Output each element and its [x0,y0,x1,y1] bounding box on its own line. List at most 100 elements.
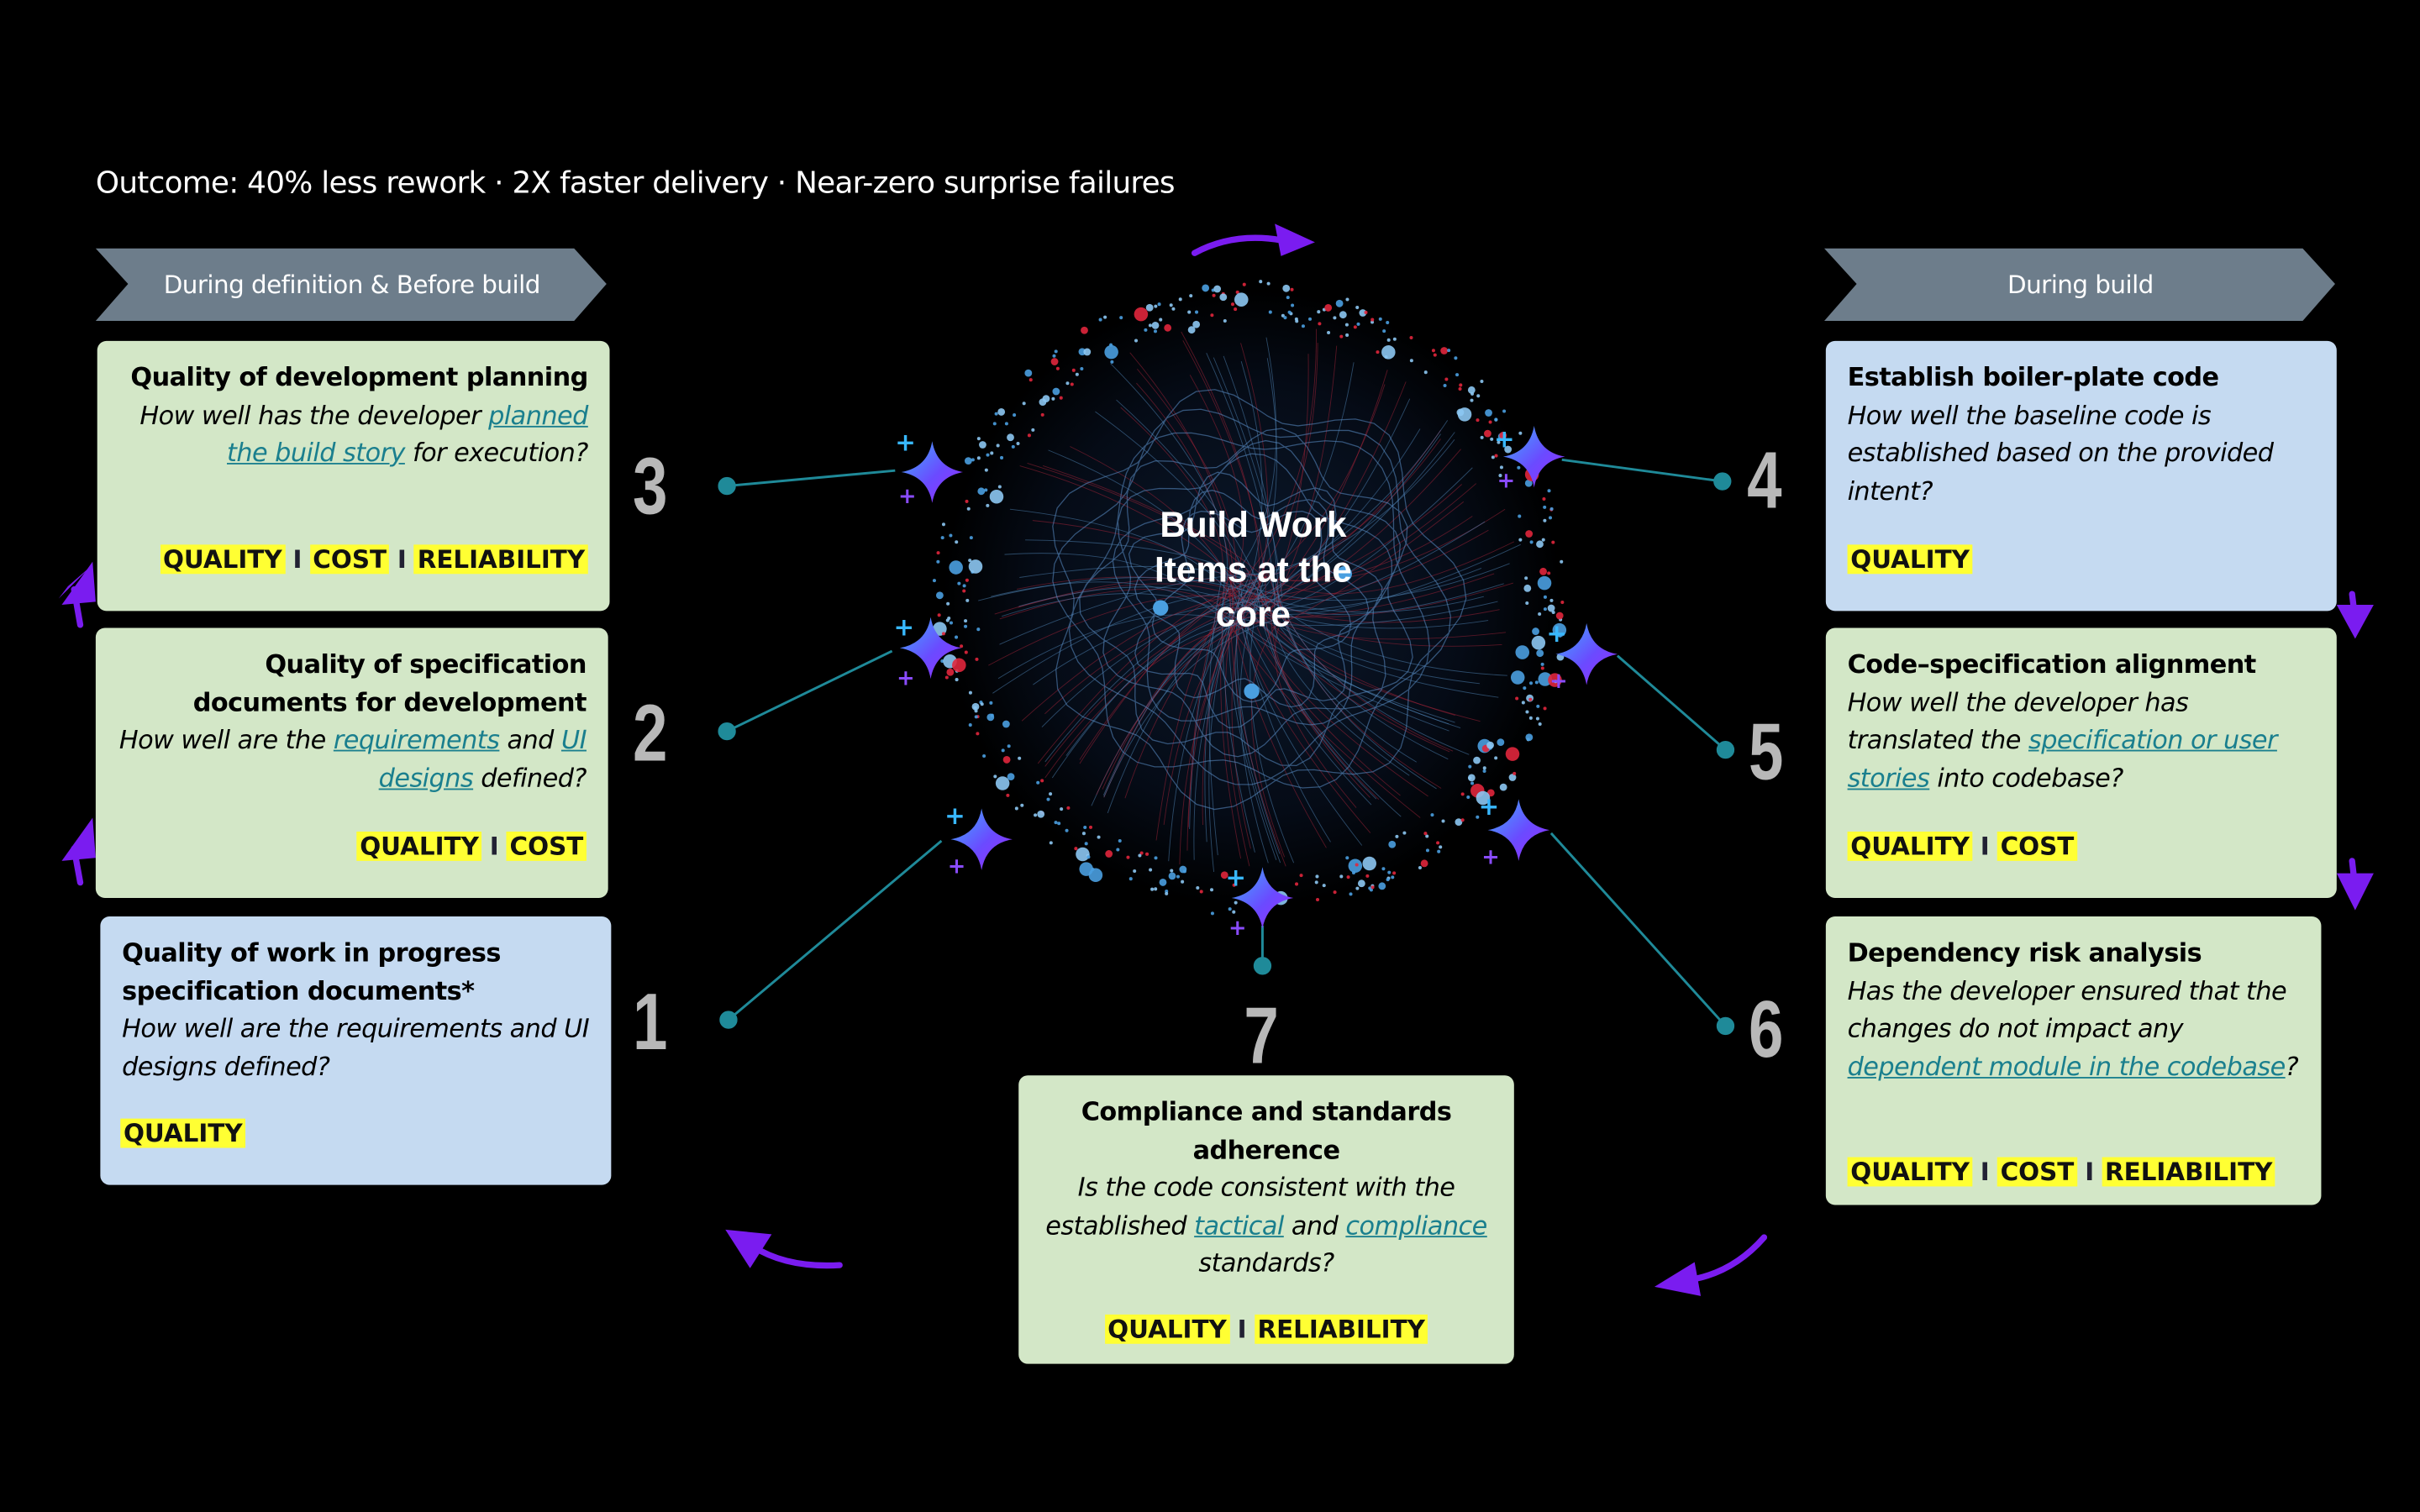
svg-text:+: + [944,801,965,830]
connector-3 [726,469,896,488]
card-title: Dependency risk analysis [1847,937,2202,968]
connector-5 [1616,654,1727,751]
arrow-left-top-tip [61,561,96,605]
connector-6-dot [1716,1016,1735,1036]
card-title: Quality of work in progress specificatio… [122,937,501,1005]
card-work-in-progress: Quality of work in progress specificatio… [100,916,612,1185]
banner-during-build: During build [2007,270,2154,300]
outcome-summary: Outcome: 40% less rework · 2X faster del… [95,165,1176,201]
link-requirements[interactable]: requirements [333,725,500,755]
link-tactical[interactable]: tactical [1194,1210,1284,1240]
svg-text:+: + [895,428,916,456]
tag-cost: COST [1996,1157,2078,1187]
arrow-bottom-left [750,1243,843,1269]
svg-text:+: + [893,613,914,642]
connector-7-dot [1253,957,1272,975]
connector-4-dot [1713,472,1732,491]
question-text: and [499,725,561,755]
arrow-top [1191,234,1287,256]
sparkle-icon-5: + + [1546,619,1618,694]
question-text: How well the developer has translated th… [1847,687,2189,755]
card-question: How well the developer has translated th… [1848,685,2316,798]
sparkle-icon-7: + + [1225,863,1294,941]
connector-5-dot [1716,740,1735,759]
card-title: Quality of development planning [130,362,588,392]
svg-text:+: + [1228,916,1247,941]
tag-separator: I [397,544,407,575]
sparkle-icon-6: + + [1479,792,1550,870]
step-number-3: 3 [633,443,668,533]
svg-text:+: + [1481,845,1500,870]
arrow-bottom-right-tip [1654,1262,1702,1296]
card-title: Compliance and standards adherence [1081,1096,1452,1164]
card-development-planning: Quality of development planning How well… [97,340,610,612]
card-code-spec-alignment: Code–specification alignment How well th… [1825,627,2337,898]
svg-text:+: + [897,666,915,691]
card-title: Code–specification alignment [1847,649,2257,680]
svg-text:+: + [1549,669,1568,694]
tag-quality: QUALITY [356,831,482,861]
question-text: for execution? [404,438,588,468]
card-question: How well the baseline code is establishe… [1847,400,2274,506]
card-dependency-risk: Dependency risk analysis Has the develop… [1825,916,2322,1205]
card-title: Quality of specification documents for d… [192,649,587,717]
question-text: Has the developer ensured that the chang… [1847,975,2287,1043]
tag-reliability: RELIABILITY [414,544,588,575]
step-number-1: 1 [633,978,668,1068]
link-ui-designs[interactable]: UI designs [378,725,587,793]
question-text: standards? [1198,1247,1334,1278]
step-number-7: 7 [1244,992,1279,1082]
sparkle-icon-3: + + [895,428,964,509]
question-text: How well has the developer [139,400,489,430]
link-dependent-module[interactable]: dependent module in the codebase [1847,1051,2286,1081]
arrow-left-mid-tip [61,817,96,861]
tag-list: QUALITY [1847,543,1973,577]
tag-quality: QUALITY [1847,1157,1973,1187]
question-text: ? [2285,1051,2299,1081]
link-specification-user-stories[interactable]: specification or user stories [1847,725,2278,793]
step-number-5: 5 [1749,708,1784,798]
tag-separator: I [1980,831,1990,861]
step-number-6: 6 [1749,985,1784,1076]
card-specification-documents: Quality of specification documents for d… [95,627,608,898]
link-planned-build-story[interactable]: planned the build story [226,400,588,468]
question-text: How well are the [118,725,334,755]
tag-quality: QUALITY [160,544,286,575]
tag-separator: I [292,544,302,575]
tag-list: QUALITY [120,1117,246,1151]
step-number-4: 4 [1747,436,1782,527]
tag-quality: QUALITY [120,1118,246,1148]
banner-right-shape [1824,248,2335,322]
tag-quality: QUALITY [1847,544,1973,575]
tag-quality: QUALITY [1847,831,1973,861]
card-compliance-standards: Compliance and standards adherence Is th… [1018,1075,1514,1364]
tag-cost: COST [1996,831,2078,861]
card-title: Establish boiler-plate code [1847,362,2220,392]
tag-reliability: RELIABILITY [2102,1157,2276,1187]
svg-text:+: + [948,854,966,879]
arrow-left-top-head [58,564,93,599]
svg-text:+: + [1546,619,1567,648]
card-boilerplate-code: Establish boiler-plate code How well the… [1825,340,2337,612]
connector-1 [727,839,943,1021]
core-label: Build Work Items at the core [1155,504,1352,634]
arrow-bottom-right [1682,1234,1768,1284]
tag-separator: I [1980,1157,1990,1187]
sparkle-icon-2: + + [893,613,962,691]
link-compliance[interactable]: compliance [1345,1210,1487,1240]
question-text: defined? [473,763,587,793]
card-question: How well are the requirements and UI des… [122,1013,590,1081]
tag-separator: I [1237,1314,1247,1344]
svg-text:+: + [1494,425,1515,454]
tag-reliability: RELIABILITY [1254,1314,1428,1344]
card-question: How well are the requirements and UI des… [118,722,587,798]
tag-cost: COST [309,544,390,575]
connector-2-dot [718,722,736,741]
tag-quality: QUALITY [1104,1314,1230,1344]
